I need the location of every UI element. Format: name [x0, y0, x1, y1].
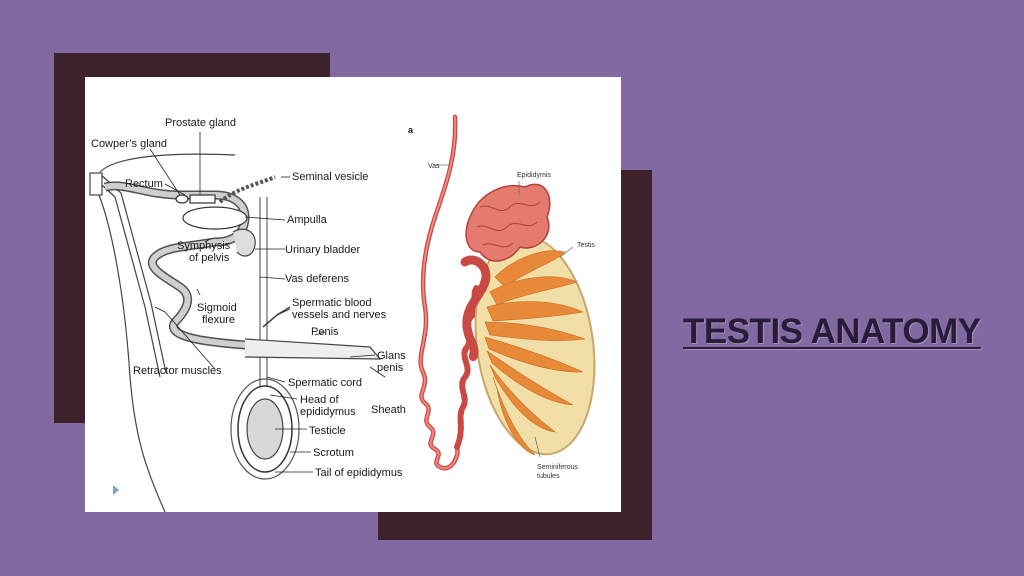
label-sigmoid-line1: Sigmoid	[197, 302, 237, 314]
slide-title: TESTIS ANATOMY	[683, 312, 981, 351]
label-tail-of-epididymus: Tail of epididymus	[315, 467, 403, 479]
label-scrotum: Scrotum	[313, 447, 354, 459]
label-sigmoid-line2: flexure	[202, 314, 235, 326]
label-ampulla: Ampulla	[287, 214, 328, 226]
play-marker-icon	[113, 485, 119, 495]
testis-color-drawing	[418, 114, 596, 471]
label-head-epididymus-line1: Head of	[300, 394, 339, 406]
label-prostate-gland: Prostate gland	[165, 117, 236, 129]
label-sheath: Sheath	[371, 404, 406, 416]
label-glans-line1: Glans	[377, 350, 406, 362]
label-spermatic-vessels-line2: vessels and nerves	[292, 309, 387, 321]
label-head-epididymus-line2: epididymus	[300, 406, 356, 418]
label-rectum: Rectum	[125, 178, 163, 190]
label-vas-deferens: Vas deferens	[285, 273, 350, 285]
label-seminiferous-line2: tubules	[537, 473, 560, 480]
label-spermatic-cord: Spermatic cord	[288, 377, 362, 389]
label-vas: Vas	[428, 163, 440, 170]
label-penis: Penis	[311, 326, 339, 338]
label-spermatic-vessels-line1: Spermatic blood	[292, 297, 372, 309]
reproductive-tract-drawing	[89, 132, 386, 512]
label-epididymis: Epididymis	[517, 172, 551, 179]
label-urinary-bladder: Urinary bladder	[285, 244, 361, 256]
label-glans-line2: penis	[377, 362, 404, 374]
panel-letter: a	[408, 125, 414, 135]
anatomy-figure: Prostate gland Cowper’s gland Rectum Sem…	[85, 77, 621, 512]
label-seminiferous-line1: Seminiferous	[537, 464, 578, 471]
label-seminal-vesicle: Seminal vesicle	[292, 171, 368, 183]
label-testis: Testis	[577, 242, 595, 249]
label-testicle: Testicle	[309, 425, 346, 437]
anatomy-diagram: Prostate gland Cowper’s gland Rectum Sem…	[89, 114, 596, 512]
label-retractor-muscles: Retractor muscles	[133, 365, 222, 377]
label-cowpers-gland: Cowper’s gland	[91, 138, 167, 150]
label-symphysis-line2: of pelvis	[189, 252, 230, 264]
label-symphysis-line1: Symphysis	[177, 240, 231, 252]
